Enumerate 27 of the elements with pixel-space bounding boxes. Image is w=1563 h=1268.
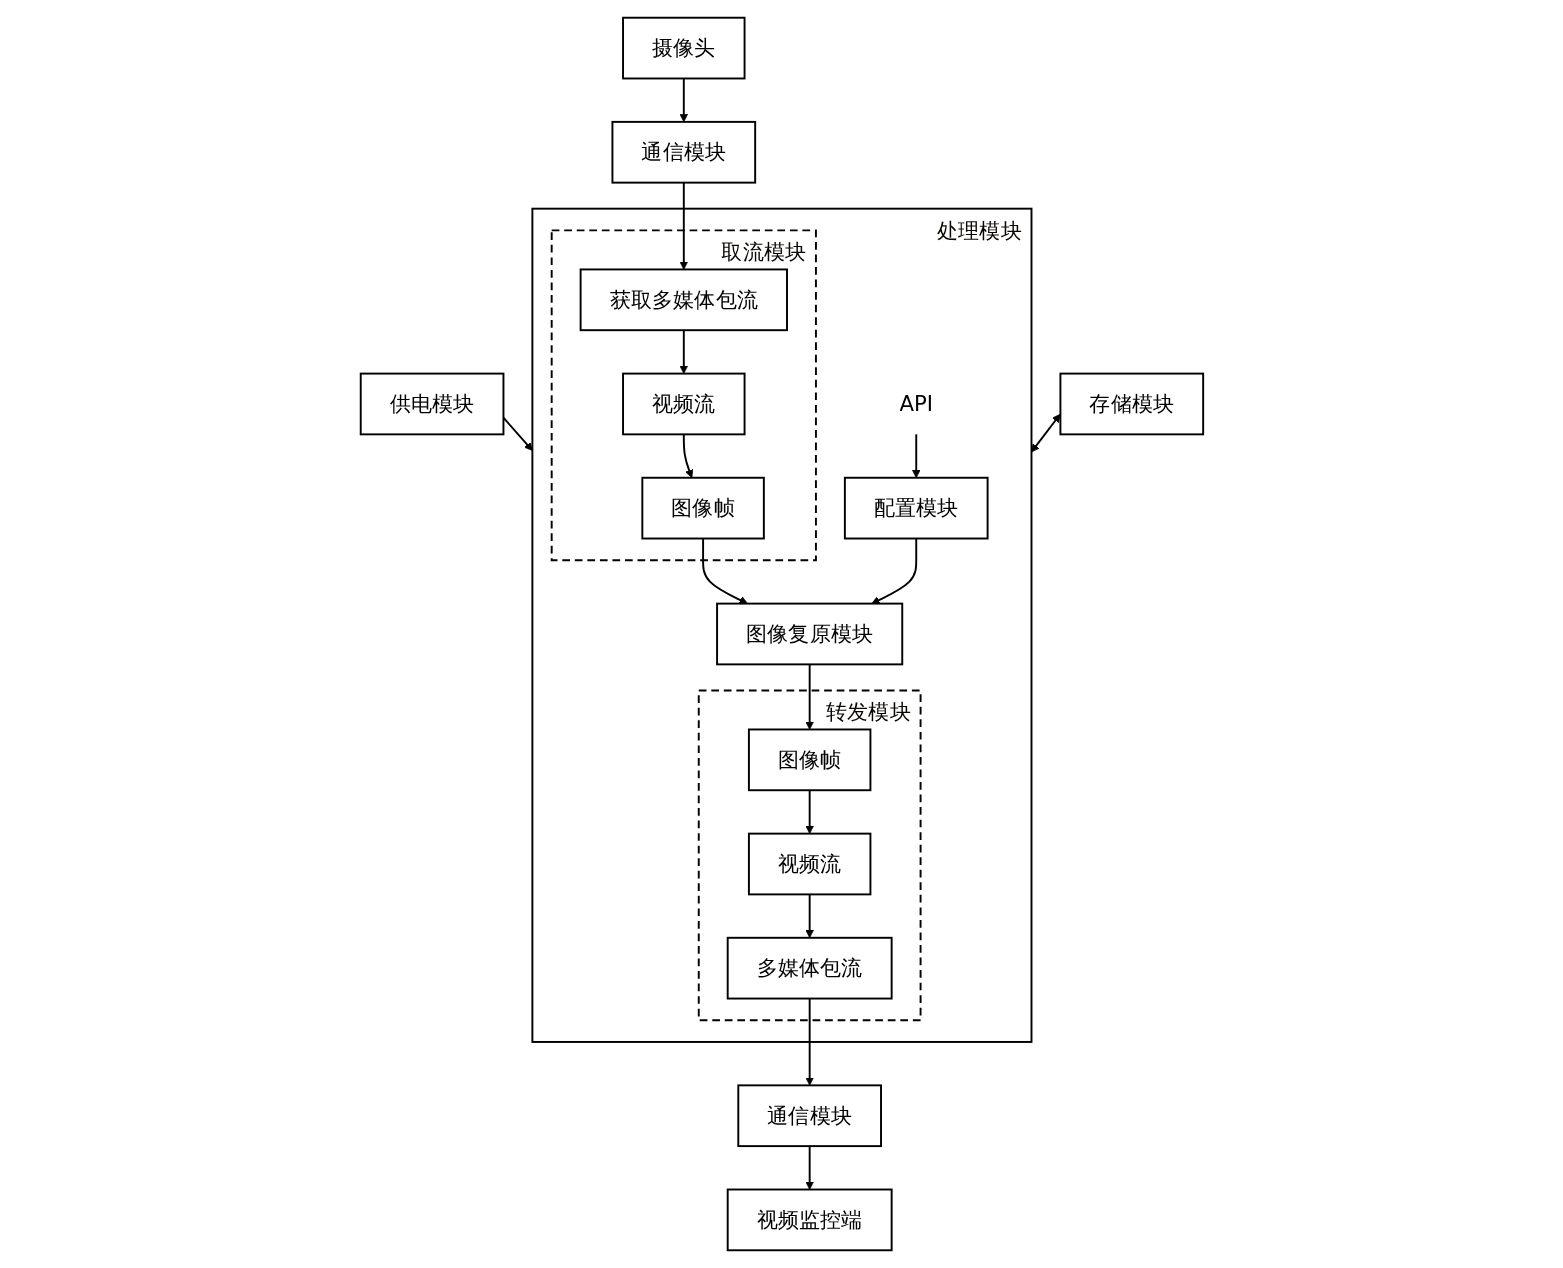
arrow: [682, 433, 693, 479]
arrow: [805, 893, 814, 939]
node-box: 多媒体包流: [726, 936, 893, 1000]
node-box: 获取多媒体包流: [579, 268, 788, 332]
arrow: [805, 789, 814, 834]
arrow: [871, 537, 917, 605]
arrow: [679, 181, 688, 270]
node-box: 视频监控端: [726, 1188, 893, 1252]
node-box: 通信模块: [736, 1084, 882, 1148]
arrow: [911, 433, 921, 479]
arrow: [805, 663, 814, 730]
node-box: 通信模块: [611, 120, 756, 184]
node-box: 摄像头: [621, 16, 746, 80]
node-box: 图像帧: [747, 728, 871, 792]
node-box: 视频流: [747, 832, 871, 896]
node-box: 视频流: [621, 372, 746, 436]
arrow: [679, 329, 688, 374]
arrow: [679, 77, 688, 123]
node-box: 图像复原模块: [715, 602, 903, 666]
arrow: [701, 537, 748, 605]
arrow: [805, 1145, 814, 1190]
node-box: 图像帧: [640, 476, 765, 540]
node-box: 存储模块: [1059, 372, 1204, 436]
node-box: 配置模块: [843, 476, 989, 540]
node-text: API: [899, 391, 933, 417]
arrow: [805, 997, 814, 1086]
node-box: 供电模块: [359, 372, 504, 436]
